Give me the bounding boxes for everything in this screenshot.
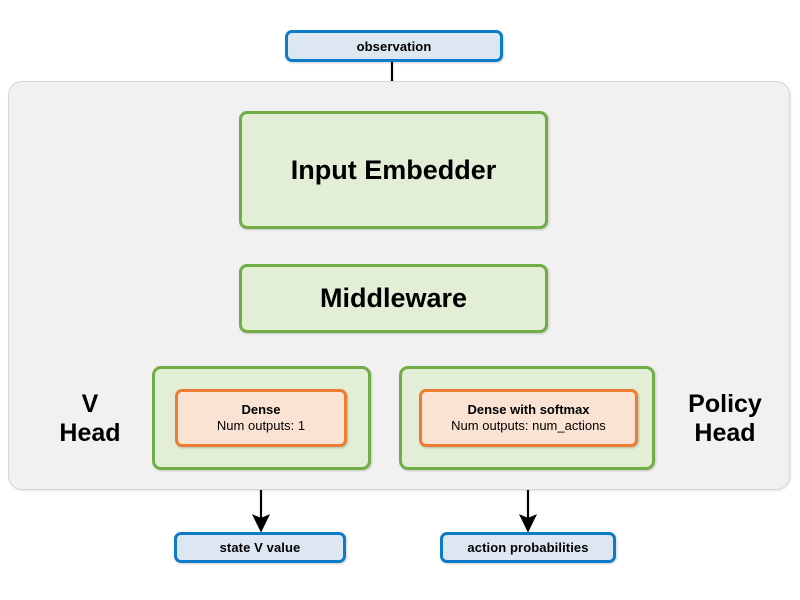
v-head-dense-title: Dense [241, 401, 281, 417]
action-probabilities-node[interactable]: action probabilities [440, 532, 616, 563]
action-probabilities-label: action probabilities [467, 540, 589, 555]
policy-head-label-line2: Head [694, 419, 756, 447]
policy-head-dense-title: Dense with softmax [467, 401, 590, 417]
middleware-node[interactable]: Middleware [239, 264, 548, 333]
v-head-label-line1: V [81, 389, 99, 418]
policy-head-dense-node[interactable]: Dense with softmax Num outputs: num_acti… [419, 389, 638, 447]
input-embedder-label: Input Embedder [290, 154, 497, 185]
observation-label: observation [356, 38, 432, 54]
input-embedder-node[interactable]: Input Embedder [239, 111, 548, 229]
v-head-dense-subtitle: Num outputs: 1 [216, 418, 306, 433]
policy-head-label-line1: Policy [688, 389, 762, 418]
state-v-value-node[interactable]: state V value [174, 532, 346, 563]
policy-head-dense-subtitle: Num outputs: num_actions [451, 418, 606, 433]
v-head-dense-node[interactable]: Dense Num outputs: 1 [175, 389, 347, 447]
policy-head-label: Policy Head [662, 383, 788, 455]
state-v-value-label: state V value [219, 540, 301, 555]
v-head-label-line2: Head [59, 419, 121, 447]
middleware-label: Middleware [319, 283, 468, 313]
observation-node[interactable]: observation [285, 30, 503, 62]
v-head-label: V Head [35, 383, 145, 455]
